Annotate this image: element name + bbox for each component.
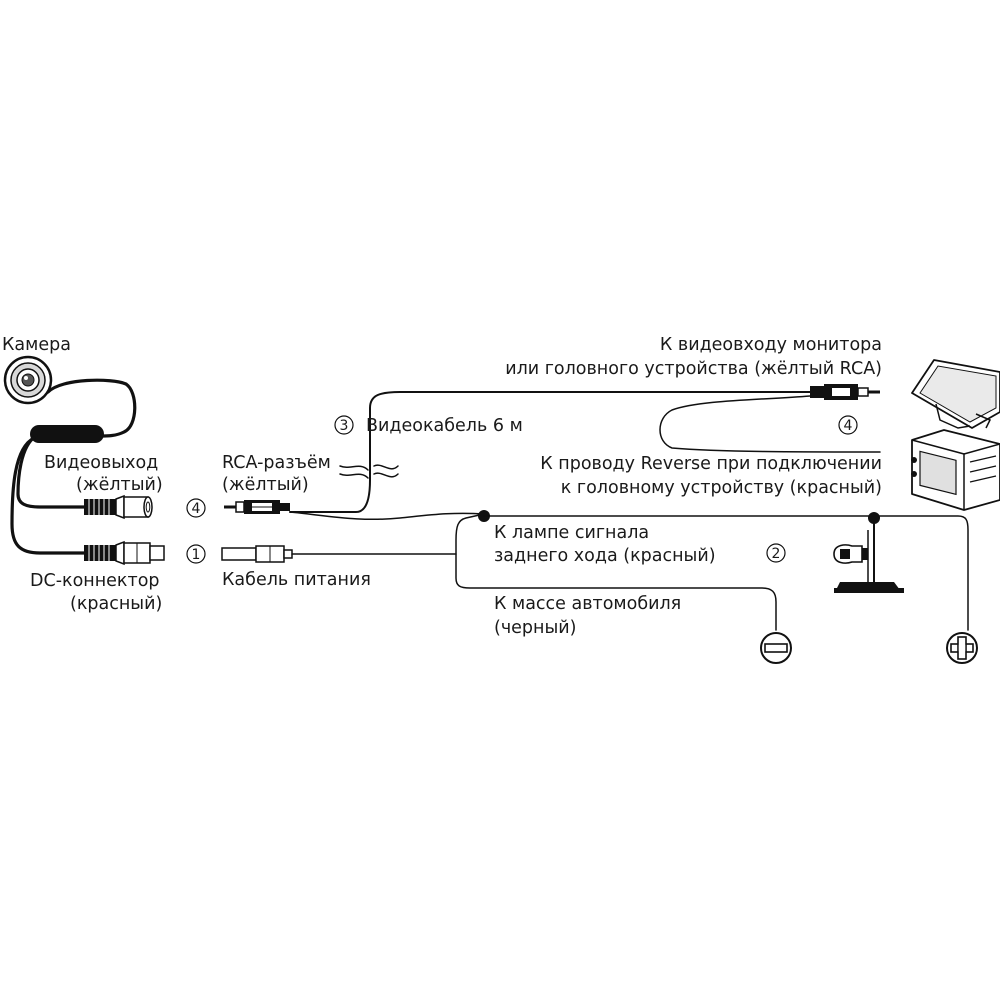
label-ground-line1: К массе автомобиля	[494, 594, 681, 614]
marker-4-left-text: 4	[192, 501, 201, 517]
power-plug-icon	[221, 545, 293, 563]
label-power-cable: Кабель питания	[222, 570, 371, 590]
label-video-cable: Видеокабель 6 м	[366, 416, 523, 436]
label-reverse-lamp-line2: заднего хода (красный)	[494, 546, 716, 566]
marker-4-left: 4	[186, 498, 206, 518]
marker-2-text: 2	[772, 546, 781, 562]
label-rca-line1: RCA-разъём	[222, 453, 331, 473]
video-out-connector-icon	[84, 494, 153, 520]
reverse-lamp-icon	[833, 512, 904, 593]
cable-splitter	[30, 425, 104, 443]
marker-1-text: 1	[192, 547, 201, 563]
video-branch-wire	[16, 434, 86, 509]
label-video-out-line2: (жёлтый)	[76, 475, 163, 495]
label-reverse-lamp-line1: К лампе сигнала	[494, 523, 649, 543]
camera-cable	[46, 378, 137, 438]
monitor-rca-connector-icon	[810, 384, 880, 400]
label-rca-line2: (жёлтый)	[222, 475, 309, 495]
label-reverse-wire-line2: к головному устройству (красный)	[561, 478, 882, 498]
cable-break-mark-right	[373, 464, 399, 478]
marker-2: 2	[766, 543, 786, 563]
cable-break-mark	[339, 465, 369, 479]
head-unit-icon	[911, 429, 1000, 511]
label-video-out-line1: Видеовыход	[44, 453, 158, 473]
lamp-wire	[483, 515, 969, 631]
rca-plug-icon	[224, 500, 290, 514]
label-ground-line2: (черный)	[494, 618, 577, 638]
marker-4-right-text: 4	[844, 418, 853, 434]
plus-terminal-icon	[946, 632, 978, 664]
dc-connector-icon	[84, 540, 165, 566]
label-reverse-wire-line1: К проводу Reverse при подключении	[540, 454, 882, 474]
reverse-wire	[659, 395, 881, 453]
label-dc-connector-line1: DC-коннектор	[30, 571, 160, 591]
marker-1: 1	[186, 544, 206, 564]
minus-terminal-icon	[760, 632, 792, 664]
power-branch-wire	[10, 436, 86, 555]
label-monitor-input-line2: или головного устройства (жёлтый RCA)	[505, 359, 882, 379]
monitor-icon	[911, 359, 1000, 429]
marker-3-text: 3	[340, 418, 349, 434]
camera-icon	[3, 355, 53, 405]
marker-3: 3	[334, 415, 354, 435]
junction-loop-wire	[455, 513, 777, 631]
red-signal-wire	[289, 511, 485, 521]
label-monitor-input-line1: К видеовходу монитора	[660, 335, 882, 355]
label-camera: Камера	[2, 335, 71, 355]
label-dc-connector-line2: (красный)	[70, 594, 162, 614]
marker-4-right: 4	[838, 415, 858, 435]
video-cable-wire	[289, 391, 811, 513]
